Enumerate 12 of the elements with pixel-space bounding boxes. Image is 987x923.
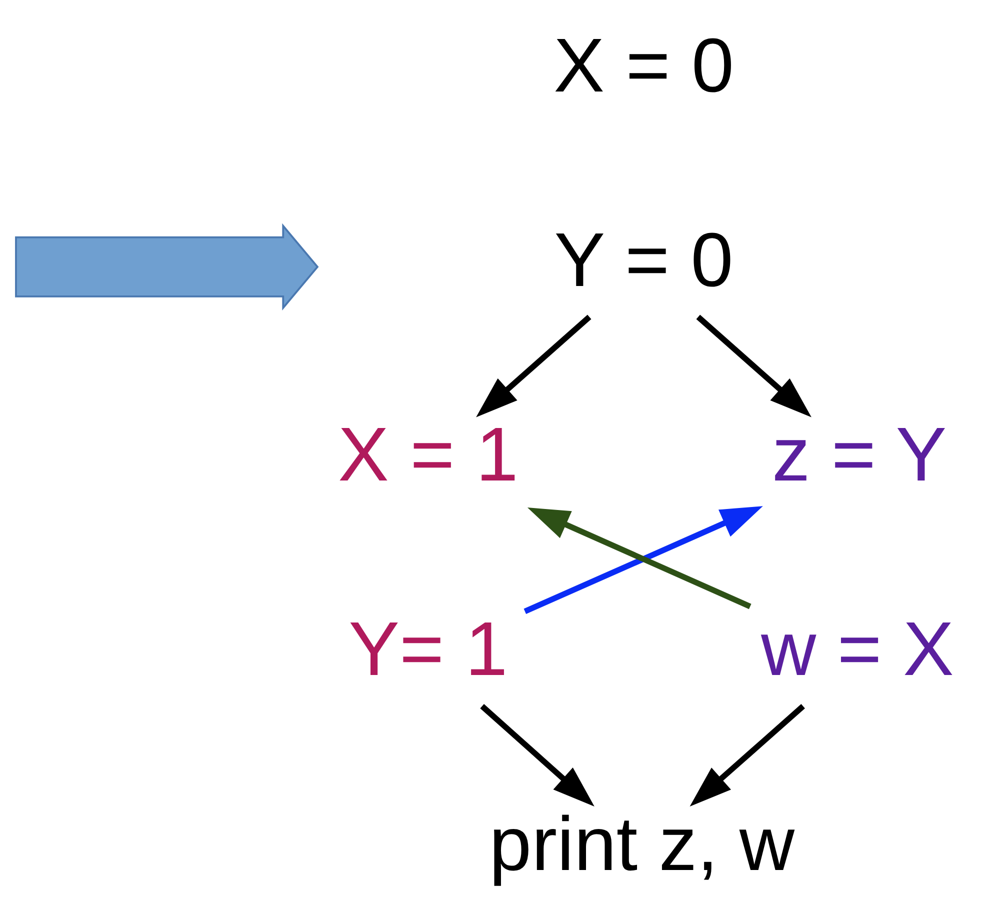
node-text: X = 1 — [338, 412, 518, 498]
node-text: X = 0 — [554, 23, 734, 108]
node-text: w = X — [760, 607, 954, 692]
arrow — [476, 314, 592, 418]
arrow — [696, 314, 812, 418]
node-text: print z, w — [489, 802, 795, 887]
arrow — [690, 704, 805, 806]
arrow — [480, 704, 594, 806]
node-text: Y= 1 — [348, 607, 508, 692]
node-arrow — [15, 223, 319, 311]
node-text: z = Y — [772, 412, 947, 498]
node-text: Y = 0 — [554, 218, 734, 303]
